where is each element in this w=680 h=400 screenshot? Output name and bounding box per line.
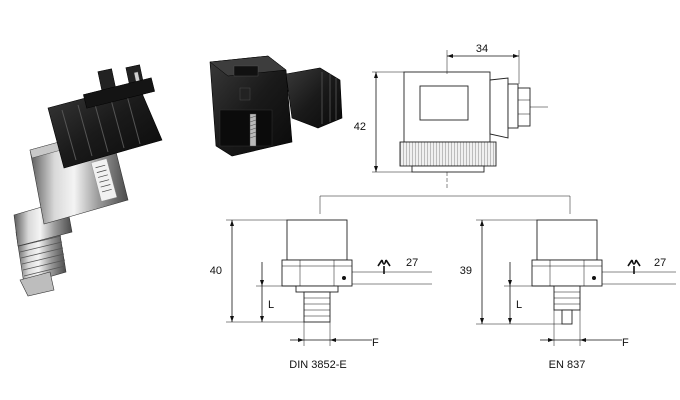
variant-branch-lines [319, 195, 571, 214]
connector-plug-photo [209, 55, 343, 157]
connector-side-view: 34 42 [354, 43, 548, 190]
transmitter-photo [13, 64, 163, 297]
connector-pins [83, 64, 155, 109]
standard-label-left: DIN 3852-E [289, 359, 346, 371]
wrench-icon [627, 259, 641, 274]
dim-wrench-right: 27 [654, 257, 666, 269]
dim-thread-length-right: L [516, 299, 522, 311]
dim-height-left: 40 [210, 265, 222, 277]
variant-din-3852-e: 40 L F 27 DIN 3852-E [210, 219, 432, 371]
knurled-nut [399, 141, 497, 167]
plug-screw [249, 113, 257, 147]
standard-label-right: EN 837 [549, 359, 586, 371]
dim-thread-size-left: F [372, 337, 379, 349]
dim-thread-length-left: L [268, 299, 274, 311]
dim-connector-width: 34 [476, 43, 488, 55]
dim-height-right: 39 [460, 265, 472, 277]
dim-connector-height: 42 [354, 121, 366, 133]
product-label [90, 158, 118, 202]
dim-wrench-left: 27 [406, 257, 418, 269]
dim-thread-size-right: F [622, 337, 629, 349]
wrench-icon [377, 259, 391, 274]
variant-en-837: 39 L F 27 EN 837 [460, 219, 676, 371]
